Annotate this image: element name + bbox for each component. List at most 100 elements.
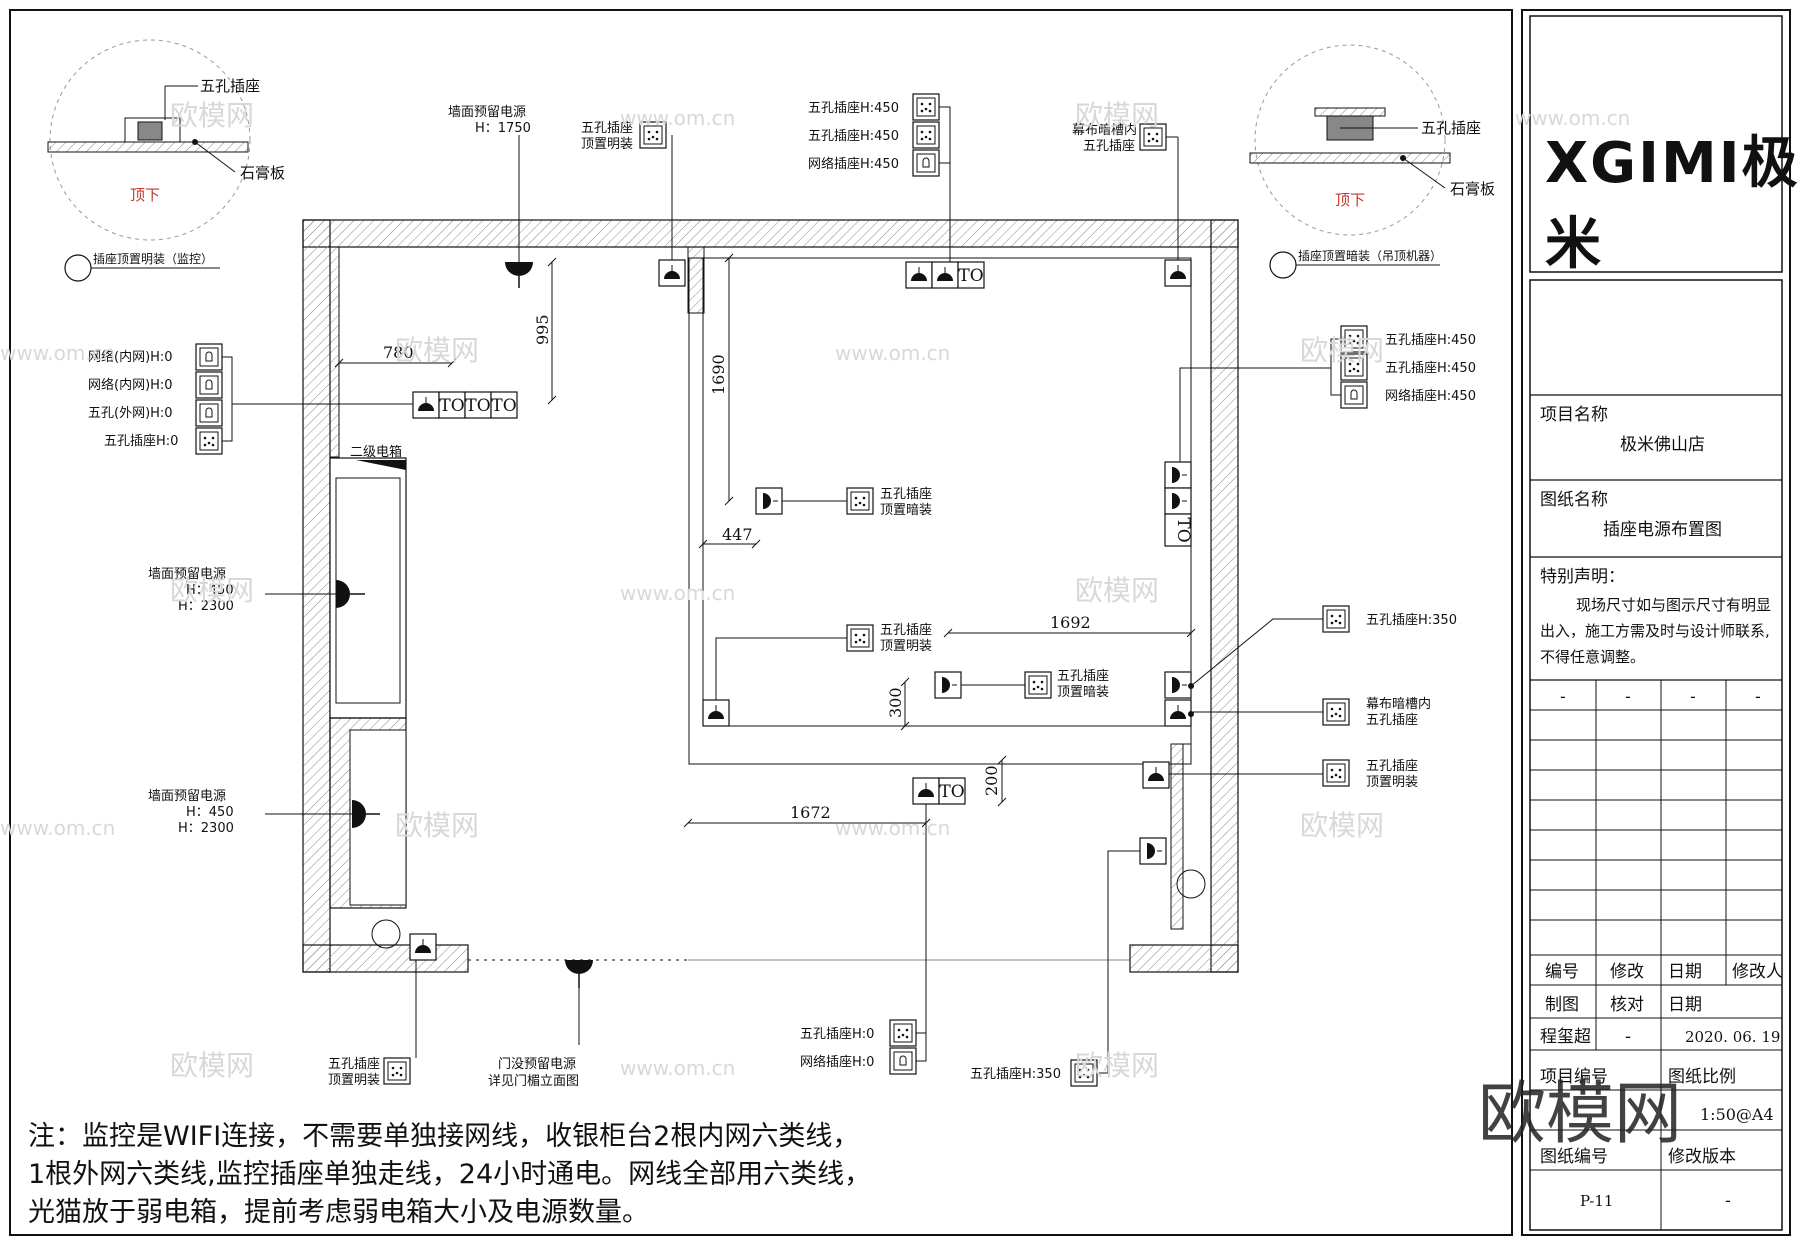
right-stack-l1: 五孔插座H:450 [1385, 333, 1476, 348]
bottom-pair-l1: 五孔插座H:0 [800, 1027, 874, 1042]
detail-left: 五孔插座 石膏板 顶下 插座顶置明装（监控） [47, 39, 285, 282]
wm-9: 欧模网 [170, 1049, 254, 1082]
exposed-bl-l1: 五孔插座 [328, 1057, 380, 1072]
rev-header-no: 编号 [1545, 962, 1579, 982]
dim-200: 200 [982, 765, 1001, 796]
top-three-sockets: 五孔插座H:450 五孔插座H:450 网络插座H:450 [808, 93, 951, 262]
statement-label: 特别声明： [1540, 567, 1625, 587]
note-block: 注：监控是WIFI连接，不需要单独接网线，收银柜台2根内网六类线， 1根外网六类… [28, 1118, 871, 1232]
scale-value: 1:50@A4 [1700, 1105, 1774, 1124]
curtain-socket-right: 幕布暗槽内 五孔插座 [1191, 696, 1431, 728]
version-label: 修改版本 [1668, 1147, 1736, 1167]
note-line-3: 光猫放于弱电箱，提前考虑弱电箱大小及电源数量。 [28, 1197, 649, 1228]
concealed-low-l2: 顶置暗装 [1057, 685, 1109, 700]
wm-1: 欧模网 [170, 99, 254, 132]
wall-power-top: 墙面预留电源 H：1750 [448, 105, 533, 288]
wm-3: 欧模网 [395, 334, 479, 367]
wm-2: 欧模网 [1075, 99, 1159, 132]
watermark-large: 欧模网 [1478, 1075, 1683, 1154]
curtain-top-l2: 五孔插座 [1083, 139, 1135, 154]
dim-780: 780 [383, 343, 414, 362]
wm-6: 欧模网 [1075, 574, 1159, 607]
detail-right-caption: 插座顶置暗装（吊顶机器） [1298, 248, 1442, 263]
wm-site-7: www.om.cn [0, 816, 115, 840]
wm-site-5: www.om.cn [620, 581, 735, 605]
exposed-mid-l2: 顶置明装 [880, 639, 932, 654]
rev-dash-4: - [1755, 687, 1761, 706]
exposed-right-l1: 五孔插座 [1366, 759, 1418, 774]
concealed-socket-mid: 五孔插座 顶置暗装 [782, 487, 932, 518]
wm-site-8: www.om.cn [620, 1056, 735, 1080]
detail-left-below-label: 顶下 [130, 186, 160, 204]
door-power: 门没预留电源 详见门楣立面图 [488, 960, 593, 1089]
rev-header-date: 日期 [1668, 962, 1702, 982]
top-three-l1: 五孔插座H:450 [808, 101, 899, 116]
top-three-l3: 网络插座H:450 [808, 156, 899, 172]
top-socket-exposed-group: 五孔插座 顶置明装 [581, 121, 673, 260]
exposed-bl-l2: 顶置明装 [328, 1073, 380, 1088]
concealed-low-l1: 五孔插座 [1057, 669, 1109, 684]
drafter: 程玺超 [1540, 1027, 1591, 1047]
wm-8: 欧模网 [1300, 809, 1384, 842]
project-label: 项目名称 [1540, 405, 1608, 425]
checker: - [1625, 1027, 1631, 1047]
drawing-label: 图纸名称 [1540, 490, 1608, 510]
project-name: 极米佛山店 [1620, 435, 1705, 455]
wall-power-b-l3: H：2300 [178, 821, 234, 836]
wm-4: 欧模网 [1300, 334, 1384, 367]
statement-l1: 现场尺寸如与图示尺寸有明显 [1576, 596, 1771, 614]
socket-350-right: 五孔插座H:350 [1190, 605, 1457, 687]
to-vertical: TO [1173, 517, 1193, 542]
exposed-mid-l1: 五孔插座 [880, 623, 932, 638]
wall-power-1750-l2: H：1750 [475, 121, 531, 136]
bottom-pair-l2: 网络插座H:0 [800, 1054, 874, 1070]
wm-site-1: www.om.cn [620, 106, 735, 130]
wm-7: 欧模网 [395, 809, 479, 842]
rev-dash-1: - [1560, 687, 1566, 706]
dim-995: 995 [533, 314, 552, 345]
rev-dash-3: - [1690, 687, 1696, 706]
wall-power-left-1: 墙面预留电源 H：450 H：2300 [148, 567, 365, 614]
concealed-socket-low: 五孔插座 顶置暗装 [961, 669, 1109, 700]
drawing-border [9, 9, 1513, 1236]
left-stack-l2: 网络(内网)H:0 [88, 377, 173, 393]
detail-left-socket-label: 五孔插座 [200, 77, 260, 95]
exposed-socket-bottom-left: 五孔插座 顶置明装 [328, 960, 417, 1088]
date-label: 日期 [1668, 995, 1702, 1015]
top-exposed-l1: 五孔插座 [581, 121, 633, 136]
socket-350-right-label: 五孔插座H:350 [1366, 613, 1457, 628]
date-value: 2020. 06. 19 [1685, 1028, 1780, 1046]
curtain-top-l1: 幕布暗槽内 [1072, 122, 1137, 138]
curtain-right-l2: 五孔插座 [1366, 713, 1418, 728]
statement-l2: 出入，施工方需及时与设计师联系, [1540, 622, 1770, 640]
version: - [1725, 1191, 1731, 1210]
concealed-mid-l1: 五孔插座 [880, 487, 932, 502]
socket-350-bottom-label: 五孔插座H:350 [970, 1067, 1061, 1082]
plan-symbols: TO [409, 259, 1194, 961]
dim-1692: 1692 [1050, 613, 1091, 632]
exposed-socket-mid: 五孔插座 顶置明装 [715, 623, 932, 700]
left-stack-l4: 五孔插座H:0 [104, 434, 178, 449]
wm-site-4: www.om.cn [0, 341, 115, 365]
curtain-socket-top: 幕布暗槽内 五孔插座 [1072, 122, 1179, 260]
drawing-name: 插座电源布置图 [1603, 520, 1722, 540]
wm-site-3: www.om.cn [835, 341, 950, 365]
wall-power-a-l2: H：450 [186, 583, 234, 598]
wm-5: 欧模网 [170, 574, 254, 607]
exposed-right-l2: 顶置明装 [1366, 775, 1418, 790]
project-no-label: 项目编号 [1540, 1067, 1608, 1087]
xgimi-logo: XGIMI极米 [1545, 131, 1800, 277]
concealed-mid-l2: 顶置暗装 [880, 503, 932, 518]
wall-power-b-l2: H：450 [186, 805, 234, 820]
dim-1690: 1690 [709, 354, 728, 395]
rev-header-change: 修改 [1610, 962, 1644, 982]
left-stack-l3: 五孔(外网)H:0 [88, 406, 173, 421]
detail-right-below-label: 顶下 [1335, 191, 1365, 209]
top-three-l2: 五孔插座H:450 [808, 129, 899, 144]
dimensions: 780 995 1690 447 1692 300 200 1672 [334, 253, 1196, 828]
panel-box-label: 二级电箱 [350, 444, 402, 460]
dim-300: 300 [886, 687, 905, 718]
detail-left-gypsum-label: 石膏板 [240, 164, 285, 182]
sheet-no: P-11 [1580, 1192, 1613, 1210]
top-exposed-l2: 顶置明装 [581, 137, 633, 152]
